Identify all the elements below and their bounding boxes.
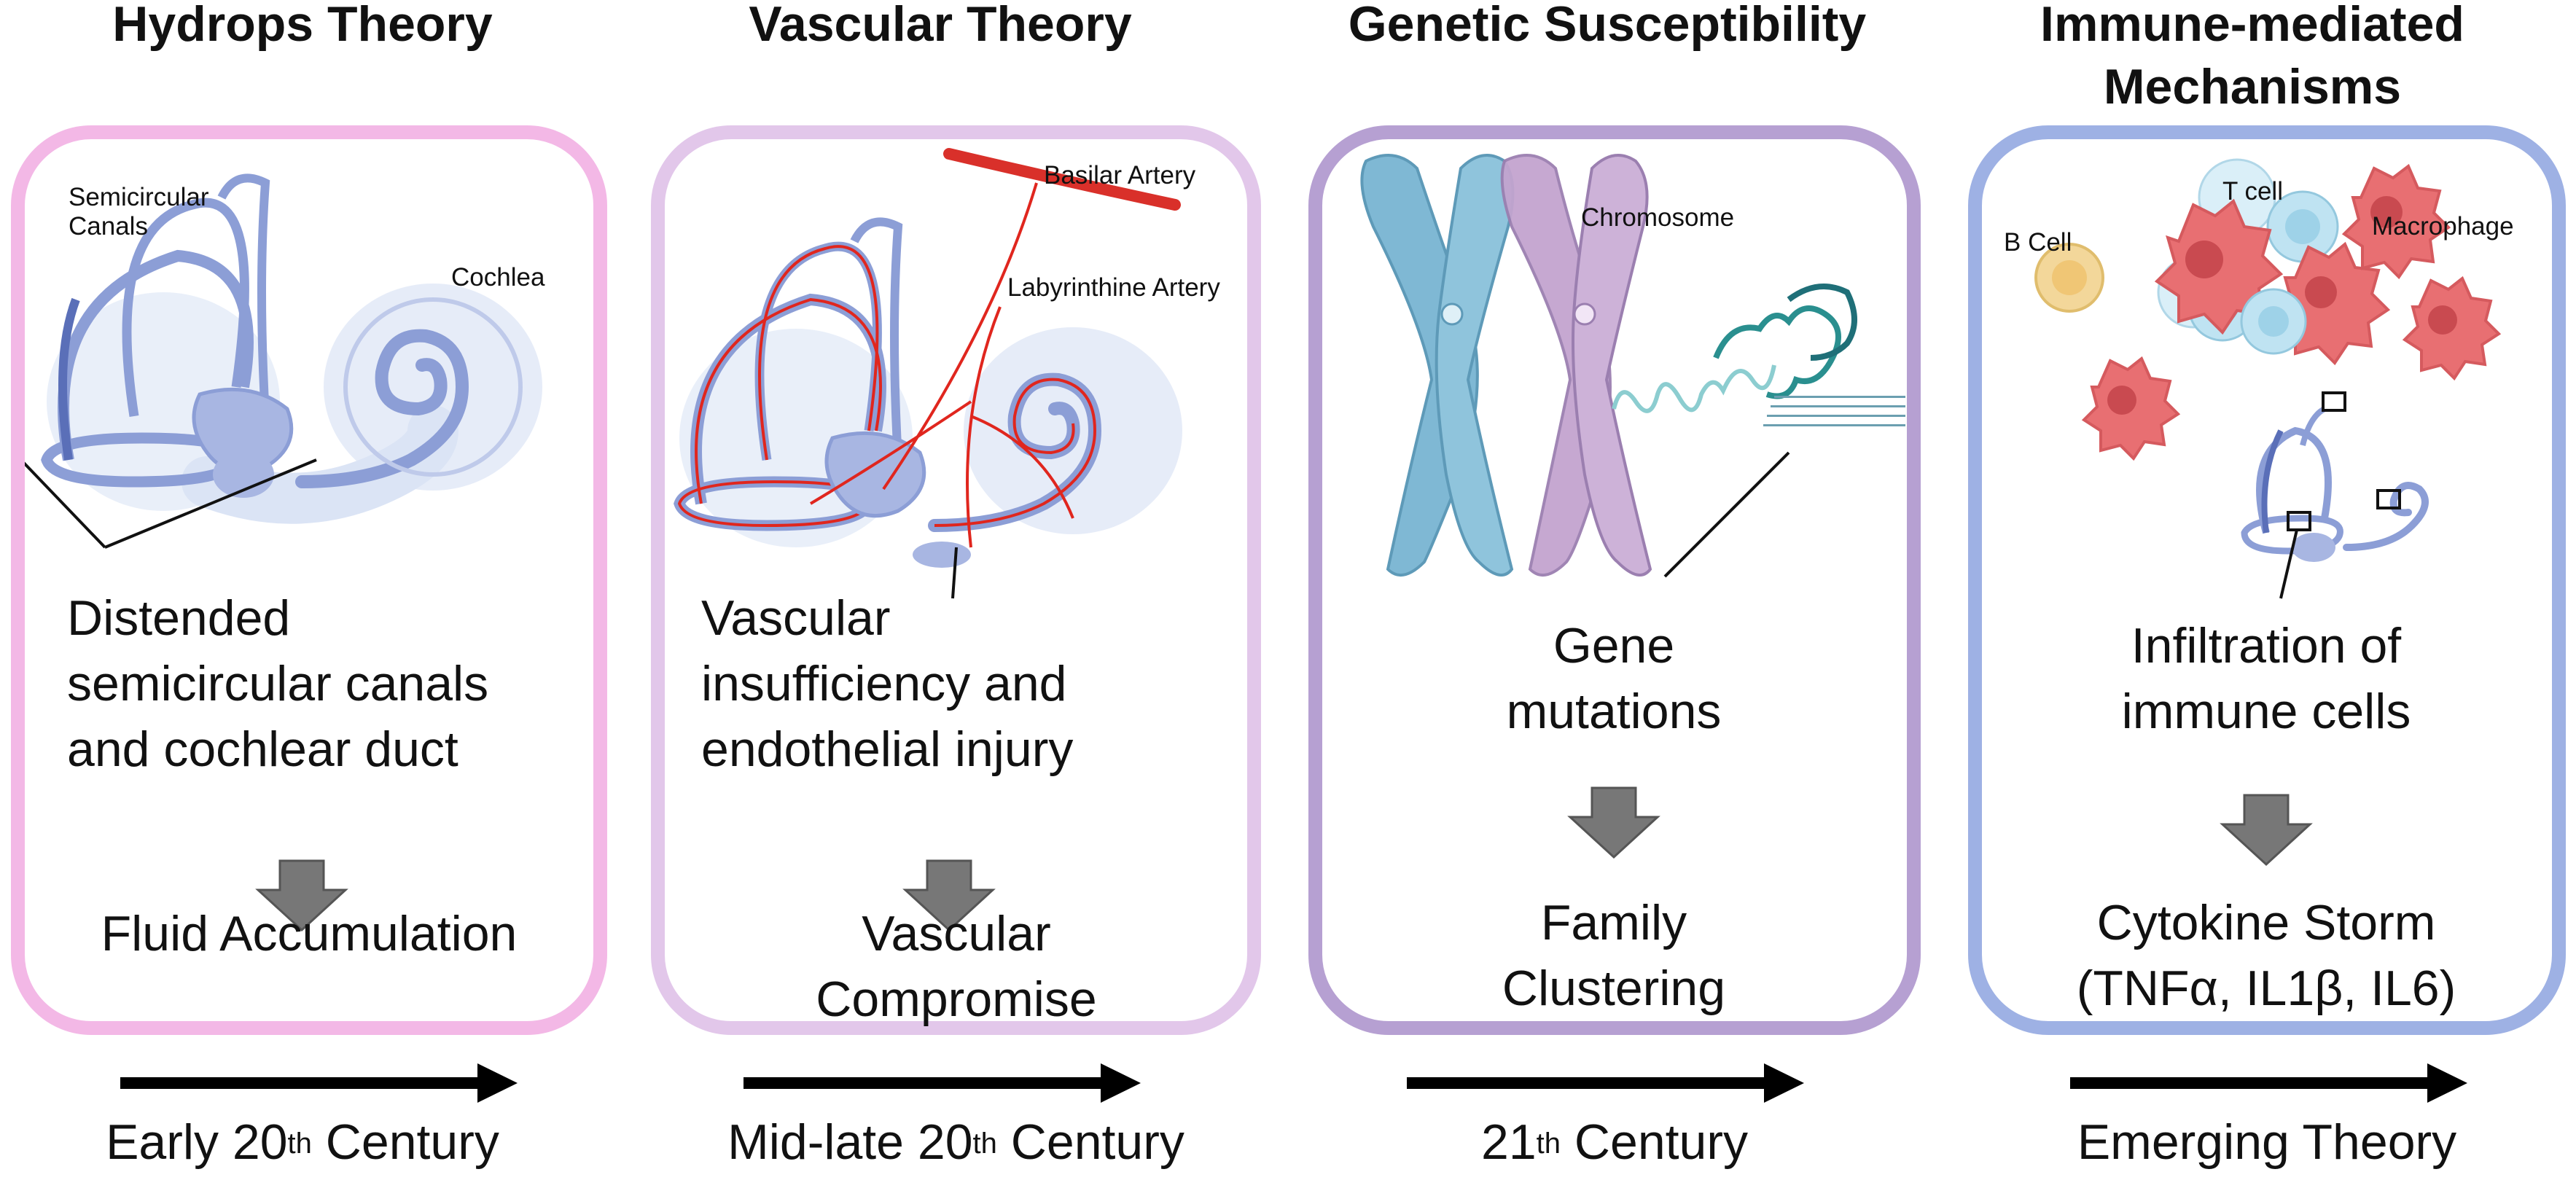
label-t-cell: T cell xyxy=(2222,177,2283,206)
down-arrow-icon xyxy=(2220,794,2313,867)
label-labyrinthine-artery: Labyrinthine Artery xyxy=(1007,273,1220,302)
down-arrow-icon xyxy=(1567,786,1660,859)
panel-4-result: Cytokine Storm (TNFα, IL1β, IL6) xyxy=(2076,895,2456,1016)
era-panel-2: Mid-late 20th Century xyxy=(727,1114,1184,1170)
label-macrophage: Macrophage xyxy=(2372,212,2514,241)
panel-3-result: Family Clustering xyxy=(1502,895,1726,1016)
panel-vascular: Basilar Artery Labyrinthine Artery Vascu… xyxy=(651,125,1261,1035)
label-cochlea: Cochlea xyxy=(451,263,545,292)
panel-3-title: Genetic Susceptibility xyxy=(1348,0,1867,52)
panel-1-result: Fluid Accumulation xyxy=(101,906,518,961)
immune-cells-illustration xyxy=(2034,158,2502,867)
panel-3-description: Gene mutations xyxy=(1506,618,1722,739)
label-b-cell: B Cell xyxy=(2004,228,2072,257)
vascular-illustration xyxy=(674,148,1182,932)
timeline-arrows xyxy=(120,1063,2467,1103)
panel-2-description: Vascular insufficiency and endothelial i… xyxy=(701,590,1074,777)
inner-ear-illustration xyxy=(25,173,542,932)
panel-1-title: Hydrops Theory xyxy=(112,0,493,52)
panel-4-title: Immune-mediated Mechanisms xyxy=(2040,0,2464,114)
label-basilar-artery: Basilar Artery xyxy=(1044,161,1196,189)
panel-2-title: Vascular Theory xyxy=(749,0,1132,52)
panel-2-result: Vascular Compromise xyxy=(816,906,1097,1027)
label-chromosome: Chromosome xyxy=(1581,203,1735,232)
down-arrow-icon xyxy=(255,859,348,932)
label-semicircular: Semicircular Canals xyxy=(69,183,209,241)
panel-1-description: Distended semicircular canals and cochle… xyxy=(67,590,489,777)
chromosome-illustration xyxy=(1360,154,1905,859)
down-arrow-icon xyxy=(902,859,996,932)
era-panel-3: 21th Century xyxy=(1481,1114,1748,1170)
panel-4-description: Infiltration of immune cells xyxy=(2121,618,2411,739)
era-panel-4: Emerging Theory xyxy=(2077,1114,2457,1170)
era-panel-1: Early 20th Century xyxy=(106,1114,499,1170)
panel-hydrops: Semicircular Canals Cochlea Distended se… xyxy=(11,125,607,1035)
panel-immune: B Cell T cell Macrophage Infiltration of… xyxy=(1968,125,2566,1035)
panel-genetic: Chromosome Gene mutations Family Cluster… xyxy=(1308,125,1921,1035)
